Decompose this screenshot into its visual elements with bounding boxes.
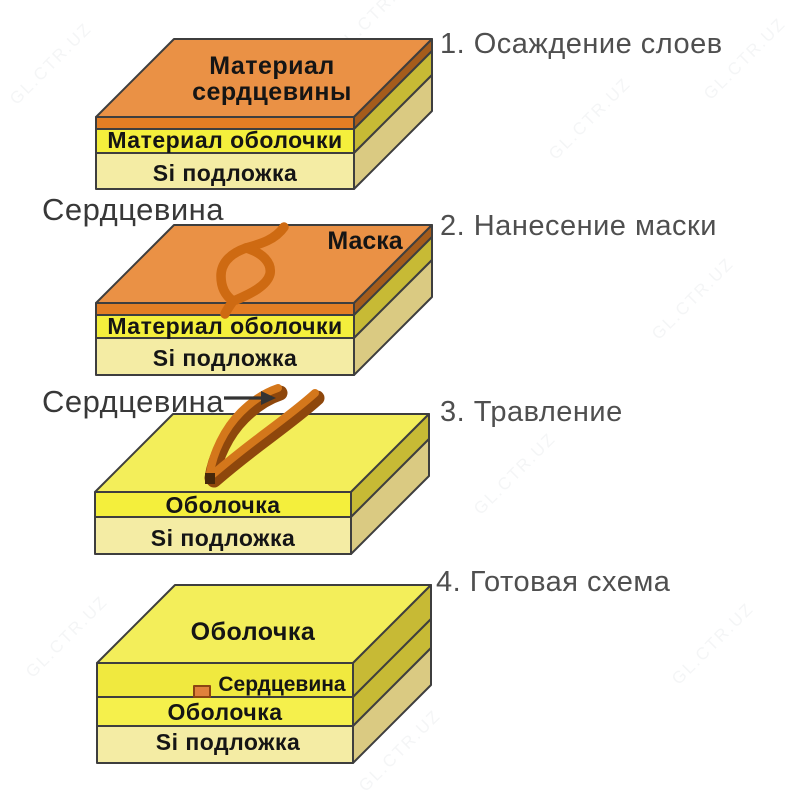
block-step1: Материал сердцевины Материал оболочки Si…: [95, 38, 433, 190]
step2-cladding-label: Материал оболочки: [107, 313, 342, 339]
step4-title: 4. Готовая схема: [436, 566, 671, 598]
ridge-right-top: [208, 389, 319, 479]
step4-cladding-label: Оболочка: [167, 699, 282, 725]
step2-substrate-side: [353, 259, 433, 376]
mask-right-arc: [231, 243, 275, 305]
step1-title: 1. Осаждение слоев: [440, 28, 723, 60]
step3-cladding-label: Оболочка: [165, 492, 280, 518]
step2-substrate-front: [95, 337, 355, 376]
step2-mask-label: Маска: [327, 227, 403, 255]
core-pointer-arrow: [224, 391, 276, 405]
arrow-head: [261, 391, 276, 405]
mask-stem-bottom: [220, 296, 238, 319]
ridge-right-base: [206, 390, 325, 488]
step1-substrate-side: [353, 74, 433, 190]
step2-substrate-label: Si подложка: [153, 345, 298, 371]
step1-cladding-label: Материал оболочки: [107, 127, 342, 153]
block-step3: Оболочка Si подложка: [94, 384, 430, 555]
step1-top-label-line2: сердцевины: [192, 78, 352, 106]
step3-substrate-label: Si подложка: [151, 525, 296, 551]
core-caption-1: Сердцевина: [42, 192, 225, 227]
step4-substrate-side: [352, 647, 432, 764]
ridge-left-top: [206, 384, 282, 477]
block-step2: Маска Материал оболочки Si подложка: [95, 222, 433, 376]
core-caption-2: Сердцевина: [42, 384, 225, 419]
ridge-end-facet: [205, 473, 215, 484]
step3-substrate-side: [350, 438, 430, 555]
step3-title: 3. Травление: [440, 396, 623, 428]
etched-ridge: [204, 384, 325, 488]
step1-substrate-label: Si подложка: [153, 160, 298, 186]
mask-pattern: [216, 222, 289, 319]
block-step4: Оболочка Сердцевина Оболочка Si подложка: [96, 584, 432, 764]
step2-title: 2. Нанесение маски: [440, 210, 717, 242]
step1-top-label-line1: Материал: [209, 52, 335, 80]
step4-substrate-label: Si подложка: [156, 729, 301, 755]
buried-core-square: [193, 685, 211, 698]
step4-top-label: Оболочка: [191, 618, 316, 646]
mask-left-arc: [216, 243, 251, 306]
step4-core-label: Сердцевина: [218, 673, 346, 696]
